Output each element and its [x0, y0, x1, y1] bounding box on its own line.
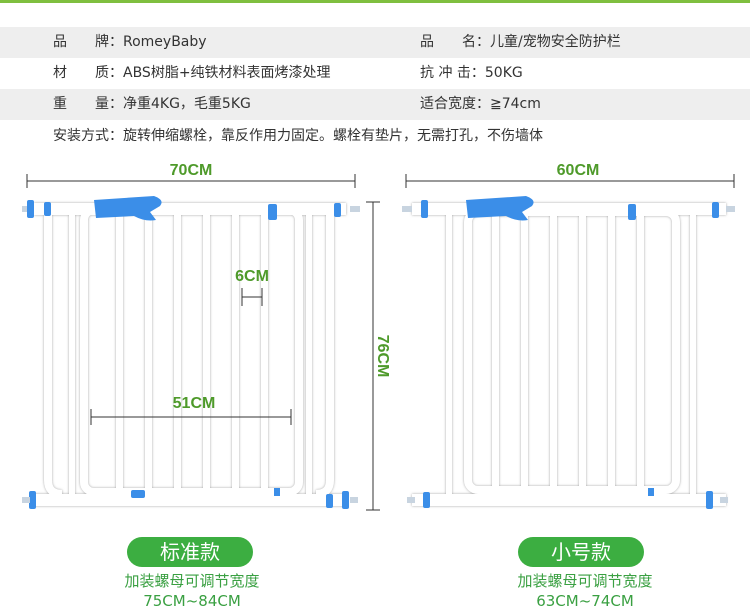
spec-material: 材 质：ABS树脂+纯铁材料表面烤漆处理: [53, 65, 331, 81]
standard-opening-label: 51CM: [173, 395, 216, 412]
spec-row-material: 材 质：ABS树脂+纯铁材料表面烤漆处理 抗 冲 击：50KG: [0, 58, 750, 89]
standard-gate: [34, 203, 346, 506]
standard-gate-height-dimension: 76CM: [366, 201, 391, 511]
spec-impact: 抗 冲 击：50KG: [420, 65, 523, 81]
standard-bar-gap-label: 6CM: [235, 268, 269, 285]
standard-width-label: 70CM: [170, 162, 213, 179]
standard-gate-bar-gap-dimension: 6CM: [235, 268, 269, 306]
spec-installation: 安装方式：旋转伸缩螺栓，靠反作用力固定。螺栓有垫片，无需打孔，不伤墙体: [53, 128, 543, 144]
standard-model-badge: 标准款: [127, 537, 253, 567]
small-width-label: 60CM: [557, 162, 600, 179]
small-adjust-note: 加装螺母可调节宽度: [517, 572, 653, 590]
top-accent-rule: [0, 0, 750, 3]
small-model-badge: 小号款: [518, 537, 644, 567]
small-gate-fittings: [402, 196, 735, 509]
spec-product-name: 品 名：儿童/宠物安全防护栏: [420, 34, 621, 50]
standard-adjust-note: 加装螺母可调节宽度: [124, 572, 260, 590]
standard-gate-width-dimension: 70CM: [26, 162, 356, 188]
spec-weight: 重 量：净重4KG，毛重5KG: [53, 96, 251, 112]
standard-height-label: 76CM: [374, 335, 391, 378]
spec-fit-width: 适合宽度：≧74cm: [420, 96, 541, 112]
small-gate: [412, 203, 726, 506]
small-gate-width-dimension: 60CM: [405, 162, 735, 188]
standard-adjust-range: 75CM~84CM: [143, 592, 241, 610]
standard-gate-opening-dimension: 51CM: [90, 395, 292, 425]
spec-brand: 品 牌：RomeyBaby: [53, 34, 207, 50]
spec-row-weight: 重 量：净重4KG，毛重5KG 适合宽度：≧74cm: [0, 89, 750, 120]
spec-row-brand: 品 牌：RomeyBaby 品 名：儿童/宠物安全防护栏: [0, 27, 750, 58]
standard-gate-fittings: [22, 196, 360, 509]
small-adjust-range: 63CM~74CM: [536, 592, 634, 610]
